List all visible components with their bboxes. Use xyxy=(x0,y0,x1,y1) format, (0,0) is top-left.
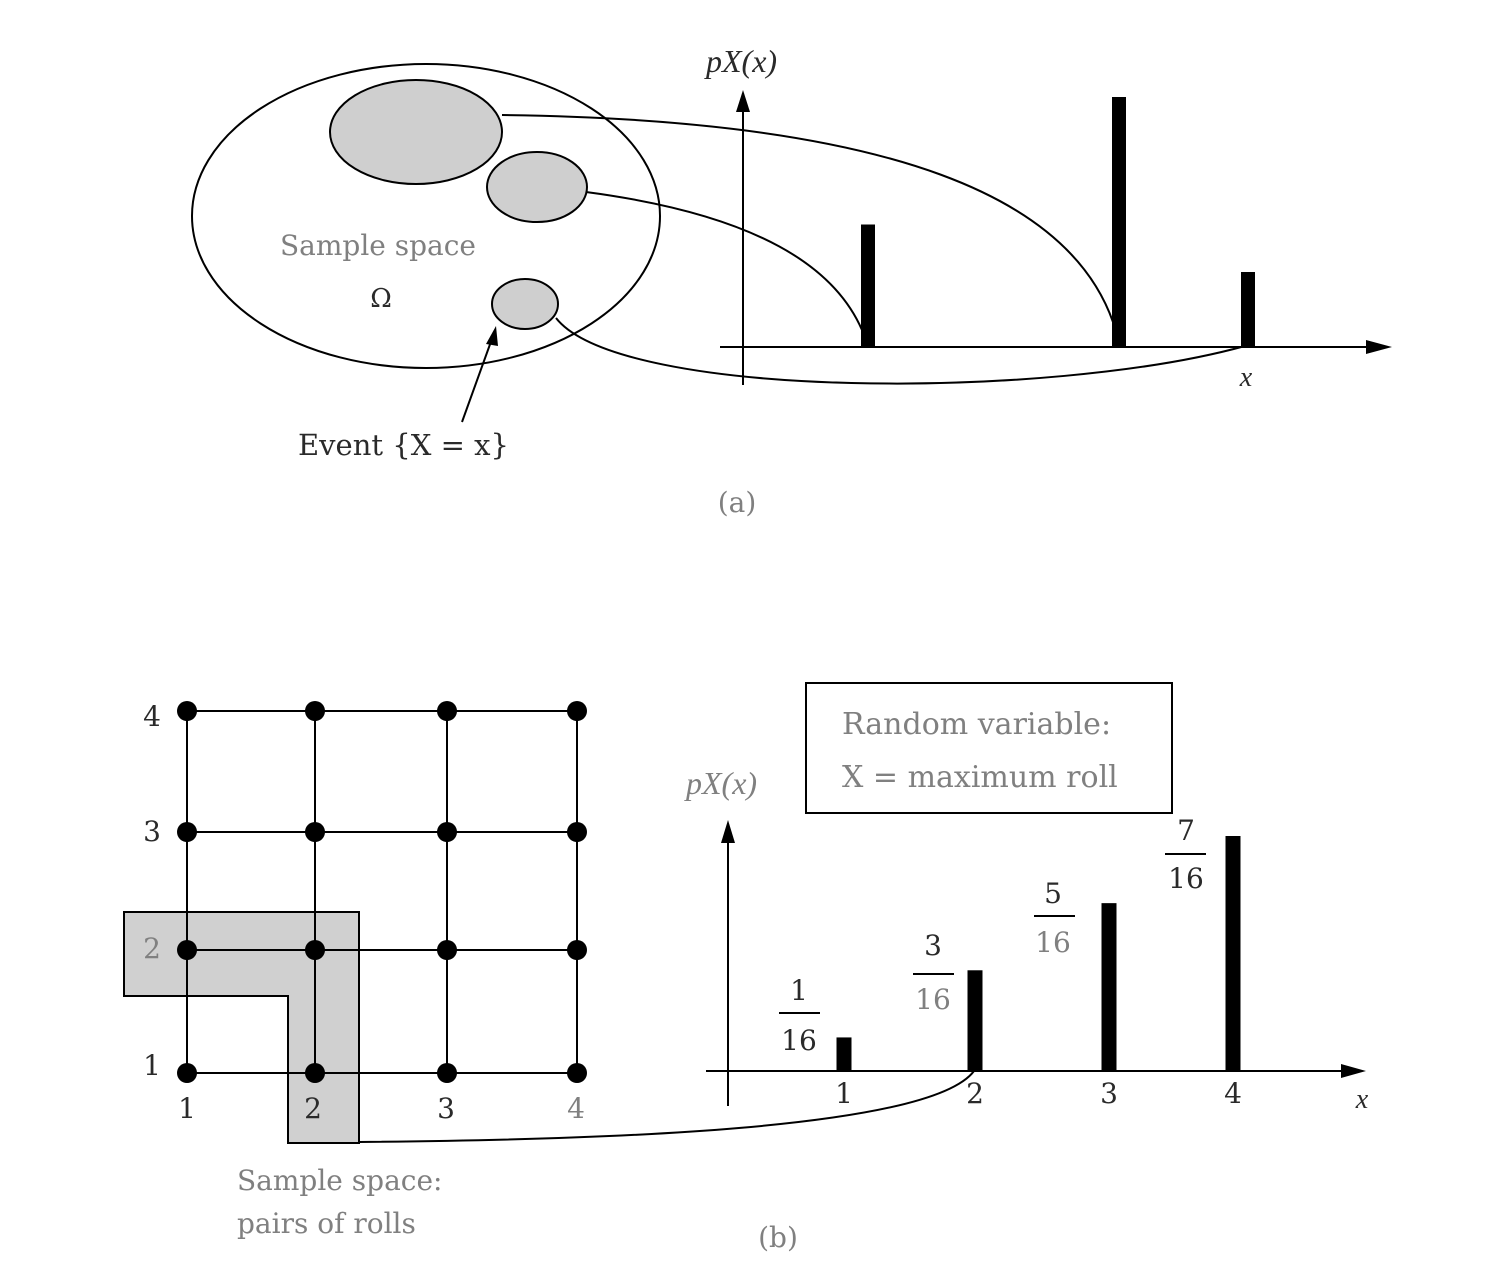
caption-b: (b) xyxy=(758,1221,798,1254)
row-label-4: 4 xyxy=(143,700,161,733)
grid-point-4-1 xyxy=(567,1063,587,1083)
grid-point-1-3 xyxy=(177,822,197,842)
pmf-bars-a xyxy=(861,97,1255,347)
grid-point-3-1 xyxy=(437,1063,457,1083)
grid-point-3-3 xyxy=(437,822,457,842)
mapping-curve-large xyxy=(501,114,1114,323)
col-label-2: 2 xyxy=(304,1092,322,1125)
grid-point-4-4 xyxy=(567,701,587,721)
event-region-x2 xyxy=(123,911,360,1144)
fraction-label-5: 5 16 xyxy=(1034,877,1075,959)
row-label-1: 1 xyxy=(143,1049,161,1082)
pmf-bar-x4 xyxy=(1225,836,1241,1071)
col-label-4: 4 xyxy=(567,1092,585,1125)
grid-lines xyxy=(186,710,578,1074)
panel-b: 4 3 2 1 1 2 3 4 Sample space: pairs of r… xyxy=(123,682,1369,1254)
x-tick-1: 1 xyxy=(835,1077,853,1110)
grid-point-3-2 xyxy=(437,940,457,960)
event-region-large xyxy=(329,79,503,185)
random-variable-box-line2: X = maximum roll xyxy=(842,760,1118,795)
grid-point-2-2 xyxy=(305,940,325,960)
random-variable-box-line1: Random variable: xyxy=(842,707,1111,742)
row-label-3: 3 xyxy=(143,815,161,848)
sample-space-b-label-line2: pairs of rolls xyxy=(237,1207,416,1240)
sample-space-ellipse xyxy=(191,63,661,369)
omega-label: Ω xyxy=(370,284,392,314)
grid-point-1-2 xyxy=(177,940,197,960)
x-axis-a-label: x xyxy=(1239,362,1253,393)
fraction-5-numerator: 5 xyxy=(1044,877,1062,910)
fraction-label-7: 7 16 xyxy=(1165,814,1206,895)
grid-point-2-4 xyxy=(305,701,325,721)
x-tick-2: 2 xyxy=(966,1077,984,1110)
panel-a: Sample space Ω Event {X = x} pX(x) x (a) xyxy=(191,43,1392,519)
event-label: Event {X = x} xyxy=(298,428,509,462)
grid-point-4-2 xyxy=(567,940,587,960)
grid-point-3-4 xyxy=(437,701,457,721)
event-region-small xyxy=(491,278,559,330)
caption-a: (a) xyxy=(718,486,757,519)
grid-point-2-1 xyxy=(305,1063,325,1083)
event-region-medium xyxy=(486,151,588,223)
mapping-curve-small xyxy=(555,317,1246,385)
fraction-label-3: 3 16 xyxy=(913,929,954,1016)
y-axis-b-label: pX(x) xyxy=(684,765,757,801)
grid-point-1-4 xyxy=(177,701,197,721)
fraction-1-numerator: 1 xyxy=(790,974,808,1007)
row-label-2: 2 xyxy=(143,932,161,965)
grid-point-1-1 xyxy=(177,1063,197,1083)
x-axis-a-arrow xyxy=(1366,340,1392,354)
fraction-label-1: 1 16 xyxy=(779,974,820,1057)
sample-space-label: Sample space xyxy=(280,229,476,262)
event-arrow-head xyxy=(486,326,498,346)
pmf-bar-a-2 xyxy=(1112,97,1126,347)
pmf-bars-b xyxy=(836,836,1241,1071)
pmf-bar-a-3 xyxy=(1241,272,1255,347)
sample-space-b-label-line1: Sample space: xyxy=(237,1164,442,1197)
grid-point-4-3 xyxy=(567,822,587,842)
y-axis-a-label: pX(x) xyxy=(704,43,777,79)
fraction-3-numerator: 3 xyxy=(924,929,942,962)
pmf-bar-x2 xyxy=(967,970,983,1071)
x-tick-4: 4 xyxy=(1224,1077,1242,1110)
event-arrow-line xyxy=(461,335,494,423)
y-axis-b-arrow xyxy=(721,820,735,843)
y-axis-a-arrow xyxy=(736,90,750,112)
fraction-1-denominator: 16 xyxy=(781,1024,817,1057)
fraction-3-denominator: 16 xyxy=(915,983,951,1016)
pmf-bar-x1 xyxy=(836,1037,852,1071)
grid-point-2-3 xyxy=(305,822,325,842)
pmf-bar-x3 xyxy=(1101,903,1117,1071)
grid-points xyxy=(177,701,587,1083)
x-axis-b-label: x xyxy=(1355,1084,1369,1115)
fraction-5-denominator: 16 xyxy=(1035,926,1071,959)
pmf-bar-a-1 xyxy=(861,224,875,347)
mapping-curve-b xyxy=(358,1070,975,1143)
fraction-7-denominator: 16 xyxy=(1168,862,1204,895)
col-label-3: 3 xyxy=(437,1092,455,1125)
random-variable-box xyxy=(805,682,1173,814)
x-axis-b-arrow xyxy=(1341,1064,1366,1078)
fraction-7-numerator: 7 xyxy=(1177,814,1195,847)
mapping-curve-medium xyxy=(585,191,863,331)
x-tick-3: 3 xyxy=(1100,1077,1118,1110)
col-label-1: 1 xyxy=(178,1092,196,1125)
